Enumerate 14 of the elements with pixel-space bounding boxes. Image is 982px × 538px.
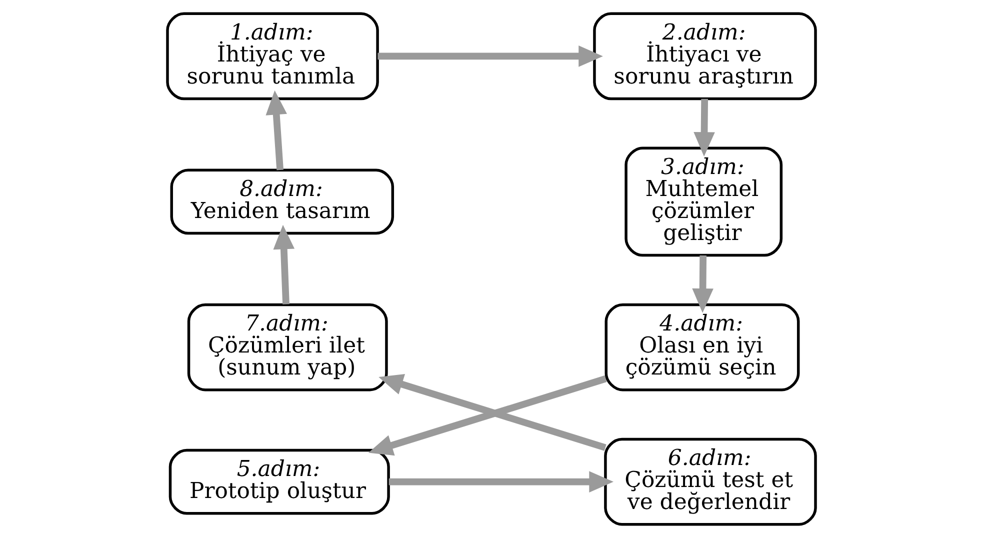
arrow: [388, 471, 613, 492]
node-box: 2.adım: İhtiyacı ve sorunu araştırın: [592, 12, 816, 100]
arrow: [377, 46, 602, 67]
node-box: 8.adım: Yeniden tasarım: [170, 168, 394, 235]
node-box: 6.adım: Çözümü test et ve değerlendir: [604, 438, 816, 526]
node-box: 7.adım: Çözümleri ilet (sunum yap): [186, 303, 388, 392]
arrow: [265, 90, 286, 170]
node-box: 4.adım: Olası en iyi çözümü seçin: [604, 303, 800, 392]
node-box: 5.adım: Prototip oluştur: [168, 448, 390, 515]
node-box: 3.adım: Muhtemel çözümler geliştir: [624, 146, 782, 257]
arrow: [693, 98, 714, 157]
node-box: 1.adım: İhtiyaç ve sorunu tanımla: [166, 12, 378, 100]
arrow: [692, 255, 713, 313]
arrow: [272, 224, 294, 304]
